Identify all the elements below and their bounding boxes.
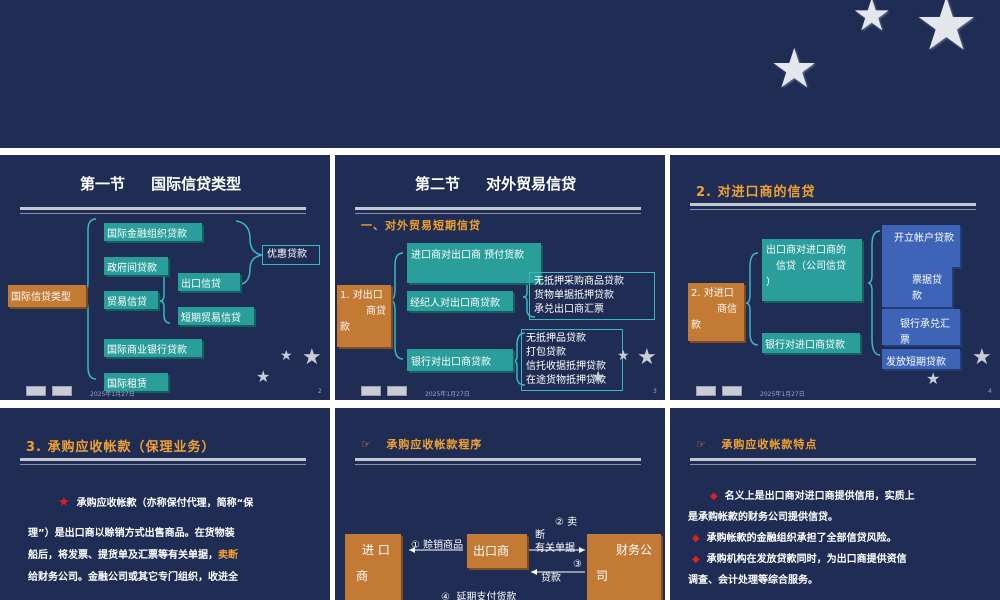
diagram-item: 国际商业银行贷款 bbox=[104, 339, 202, 357]
title-divider bbox=[690, 458, 976, 461]
title-divider bbox=[355, 464, 641, 465]
title-divider bbox=[20, 464, 306, 465]
title-divider bbox=[690, 209, 976, 210]
title-divider bbox=[690, 203, 976, 206]
bullet-diamond-icon: ◆ bbox=[692, 554, 700, 565]
body-paragraph: ◆ 名义上是出口商对进口商提供信用，实质上 是承购帐款的财务公司提供信贷。 ◆ … bbox=[688, 491, 915, 586]
next-slide-button[interactable] bbox=[387, 386, 407, 396]
title-divider bbox=[690, 464, 976, 465]
slide-title: ☞ 承购应收帐款程序 bbox=[361, 438, 483, 451]
star-icon: ★ bbox=[256, 367, 271, 386]
title-divider bbox=[355, 213, 641, 214]
title-divider bbox=[355, 458, 641, 461]
star-icon: ★ bbox=[617, 348, 630, 364]
star-icon: ★ bbox=[926, 369, 941, 388]
diagram-item: 国际金融组织贷款 bbox=[104, 223, 202, 241]
slide-thumbnail-7[interactable]: ☞ 承购应收帐款特点 ◆ 名义上是出口商对进口商提供信用，实质上 是承购帐款的财… bbox=[670, 408, 1000, 600]
flow-node-importer: 进 口 商 bbox=[345, 534, 401, 600]
diagram-root-box: 1. 对出口 商贷 款 bbox=[337, 285, 391, 347]
bullet-diamond-icon: ◆ bbox=[692, 533, 700, 544]
slide-title: ☞ 承购应收帐款特点 bbox=[696, 438, 818, 451]
prev-slide-button[interactable] bbox=[696, 386, 716, 396]
diagram-item: 发放短期贷款 bbox=[882, 349, 960, 369]
flow-arrows bbox=[372, 547, 608, 600]
slide-date: 2025年1月27日 bbox=[760, 391, 805, 398]
diagram-root-box: 国际信贷类型 bbox=[8, 285, 86, 307]
diagram-item: 银行对进口商贷款 bbox=[762, 333, 860, 353]
star-icon: ★ bbox=[591, 367, 606, 386]
slide-thumbnail-6[interactable]: ☞ 承购应收帐款程序 进 口 商 出口商 财务公 司 ① 赊销商品 ② 卖 断 … bbox=[335, 408, 665, 600]
diagram-root-box: 2. 对进口 商信 款 bbox=[688, 283, 744, 341]
slide-thumbnail-2[interactable]: 第一节 国际信贷类型 国际信贷类型 国际金融组织贷款 政府间贷款 贸易信贷 国际… bbox=[0, 155, 330, 400]
star-icon: ★ bbox=[280, 348, 293, 364]
bracket-lines bbox=[745, 230, 881, 356]
slide-title: 2. 对进口商的信贷 bbox=[696, 185, 816, 200]
slide-date: 2025年1月27日 bbox=[90, 391, 135, 398]
diagram-item: 经纪人对出口商贷款 bbox=[407, 291, 513, 311]
slide-title: 第一节 国际信贷类型 bbox=[80, 175, 242, 193]
flow-label: ① 赊销商品 bbox=[411, 540, 464, 551]
star-icon: ★ bbox=[852, 0, 892, 41]
body-paragraph: ★ 承购应收帐款（亦称保付代理，简称“保 理”）是出口商以赊销方式出售商品。在货… bbox=[28, 495, 254, 583]
flow-node-finance-company: 财务公 司 bbox=[587, 534, 661, 600]
star-icon: ★ bbox=[770, 37, 819, 100]
star-icon: ★ bbox=[637, 345, 657, 370]
diagram-outline-box: 优惠贷款 bbox=[262, 245, 320, 265]
title-divider bbox=[20, 213, 306, 214]
diagram-outline-box: 无抵押采购商品贷款货物单据抵押贷款承兑出口商汇票 bbox=[529, 272, 655, 320]
slide-title: 第二节 对外贸易信贷 bbox=[415, 175, 577, 193]
title-divider bbox=[20, 458, 306, 461]
flow-label: ④ 延期支付货款 bbox=[441, 592, 517, 600]
title-divider bbox=[20, 207, 306, 210]
slide-date: 2025年1月27日 bbox=[425, 391, 470, 398]
diagram-outline-box: 无抵押品贷款打包贷款信托收据抵押贷款在途货物抵押贷款 bbox=[521, 329, 623, 391]
slide-thumbnail-5[interactable]: 3. 承购应收帐款（保理业务） ★ 承购应收帐款（亦称保付代理，简称“保 理”）… bbox=[0, 408, 330, 600]
prev-slide-button[interactable] bbox=[26, 386, 46, 396]
slide-number: 2 bbox=[318, 388, 322, 395]
slide-number: 4 bbox=[988, 388, 992, 395]
pointing-hand-icon: ☞ bbox=[696, 438, 707, 451]
diagram-item: 银行承兑汇票 bbox=[882, 309, 960, 346]
prev-slide-button[interactable] bbox=[361, 386, 381, 396]
star-icon: ★ bbox=[302, 345, 322, 370]
flow-label: ③ 贷款 bbox=[541, 559, 582, 584]
slide-thumbnail-3[interactable]: 第二节 对外贸易信贷 一、对外贸易短期信贷 1. 对出口 商贷 款 进口商对出口… bbox=[335, 155, 665, 400]
diagram-item: 银行对出口商贷款 bbox=[407, 349, 513, 371]
diagram-item: 进口商对出口商 预付货款 bbox=[407, 243, 541, 283]
next-slide-button[interactable] bbox=[52, 386, 72, 396]
diagram-item: 国际租赁 bbox=[104, 373, 168, 391]
slide-thumbnail-4[interactable]: 2. 对进口商的信贷 2. 对进口 商信 款 出口商对进口商的 信贷（公司信贷 … bbox=[670, 155, 1000, 400]
diagram-item: 票据贷款 bbox=[882, 267, 952, 307]
diagram-item: 出口商对进口商的 信贷（公司信贷 ） bbox=[762, 239, 862, 301]
next-slide-button[interactable] bbox=[722, 386, 742, 396]
slide-number: 3 bbox=[653, 388, 657, 395]
star-icon: ★ bbox=[914, 0, 979, 66]
bullet-diamond-icon: ◆ bbox=[710, 491, 718, 502]
title-divider bbox=[355, 207, 641, 210]
diagram-item: 出口信贷 bbox=[178, 273, 240, 291]
pointing-hand-icon: ☞ bbox=[361, 438, 372, 451]
diagram-item: 短期贸易信贷 bbox=[178, 307, 254, 325]
top-banner: ★ ★ ★ bbox=[0, 0, 1000, 148]
diagram-item: 开立帐户贷款 bbox=[882, 225, 960, 267]
diagram-item: 政府间贷款 bbox=[104, 257, 168, 275]
flow-node-exporter: 出口商 bbox=[467, 534, 527, 568]
slide-subtitle: 一、对外贸易短期信贷 bbox=[361, 219, 481, 232]
star-icon: ★ bbox=[972, 345, 992, 370]
diagram-item: 贸易信贷 bbox=[104, 291, 158, 309]
flow-label: ② 卖 断 有关单据 bbox=[535, 517, 578, 554]
bullet-star-icon: ★ bbox=[58, 495, 70, 510]
slide-title: 3. 承购应收帐款（保理业务） bbox=[26, 440, 216, 455]
